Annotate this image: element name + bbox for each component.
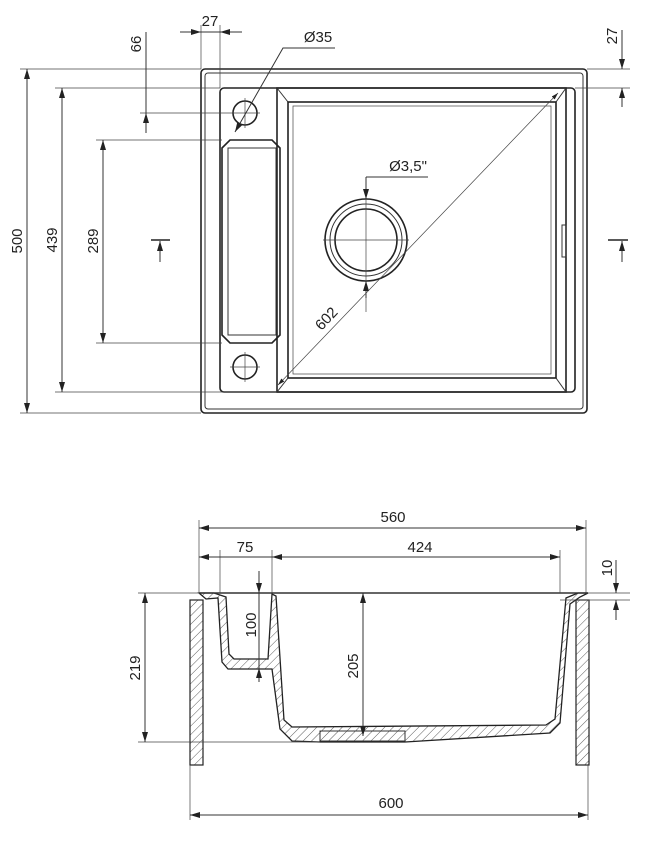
section-marker-right bbox=[608, 239, 628, 262]
dim-27-width: 27 bbox=[202, 13, 219, 30]
dim-diagonal-602: 602 bbox=[312, 304, 342, 334]
dim-219: 219 bbox=[127, 655, 144, 680]
dim-10: 10 bbox=[599, 560, 616, 577]
dim-600: 600 bbox=[378, 795, 403, 812]
cabinet-wall-left bbox=[189, 599, 204, 766]
side-view: 560 75 424 10 100 219 205 600 bbox=[127, 509, 630, 820]
dim-205: 205 bbox=[345, 653, 362, 678]
top-view: 500 439 289 66 27 Ø35 27 Ø3,5" 602 bbox=[9, 13, 630, 414]
dim-500: 500 bbox=[9, 228, 26, 253]
side-dimensions: 560 75 424 10 100 219 205 600 bbox=[127, 509, 630, 820]
dim-289: 289 bbox=[85, 228, 102, 253]
dim-27-top: 27 bbox=[604, 28, 621, 45]
dim-424: 424 bbox=[407, 539, 432, 556]
dim-75: 75 bbox=[237, 539, 254, 556]
dim-439: 439 bbox=[44, 227, 61, 252]
dim-100: 100 bbox=[243, 612, 260, 637]
cabinet-wall-right bbox=[575, 599, 590, 766]
dim-hole-diameter: Ø35 bbox=[304, 29, 332, 46]
dim-drain-diameter: Ø3,5" bbox=[389, 158, 427, 175]
dim-560: 560 bbox=[380, 509, 405, 526]
sink-outer-edge bbox=[200, 68, 588, 414]
top-dimensions: 500 439 289 66 27 Ø35 27 Ø3,5" 602 bbox=[9, 13, 630, 414]
section-marker-left bbox=[151, 239, 170, 262]
left-tray bbox=[221, 98, 281, 382]
dim-66: 66 bbox=[128, 36, 145, 53]
main-bowl bbox=[276, 87, 567, 393]
